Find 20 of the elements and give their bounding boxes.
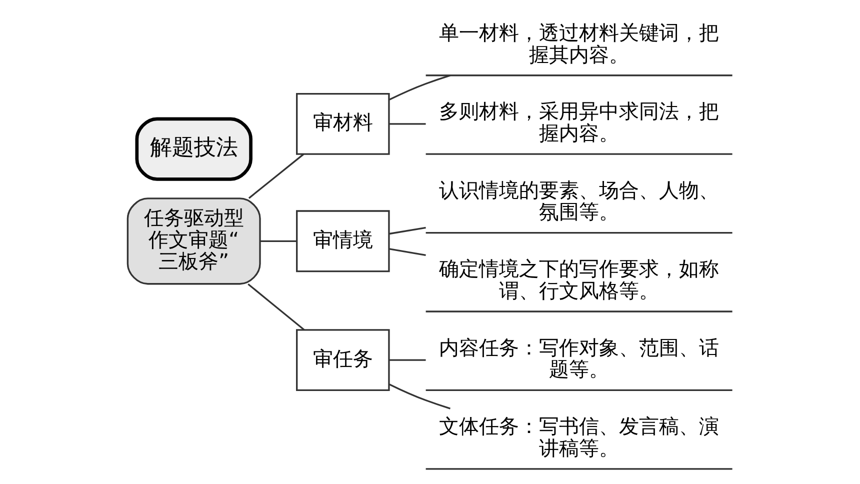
node-text: 多则材料，采用异中求同法，把握内容。: [439, 99, 720, 146]
node-text: 内容任务：写作对象、范围、话题等。: [439, 335, 720, 382]
node-box: 审情境: [296, 210, 390, 272]
connector: [389, 359, 426, 361]
label: 解题技法: [150, 136, 238, 161]
connector: [389, 248, 426, 256]
node-text: 确定情境之下的写作要求，如称谓、行文风格等。: [439, 256, 720, 302]
node-box: 审材料: [296, 92, 390, 155]
connector: [248, 283, 305, 331]
node-box: 任务驱动型作文审题“三板斧”: [126, 198, 261, 285]
node-text: 文体任务：写书信、发言稿、演讲稿等。: [439, 414, 720, 460]
connector: [389, 226, 426, 235]
node-text: 单一材料，透过材料关键词，把握其内容。: [439, 20, 720, 66]
connector: [260, 240, 297, 242]
connector: [389, 384, 450, 410]
node-text: 认识情境的要素、场合、人物、氛围等。: [439, 178, 720, 224]
connector: [248, 153, 304, 199]
connector: [389, 74, 450, 100]
node-box: 审任务: [296, 329, 390, 392]
connector: [389, 123, 426, 125]
